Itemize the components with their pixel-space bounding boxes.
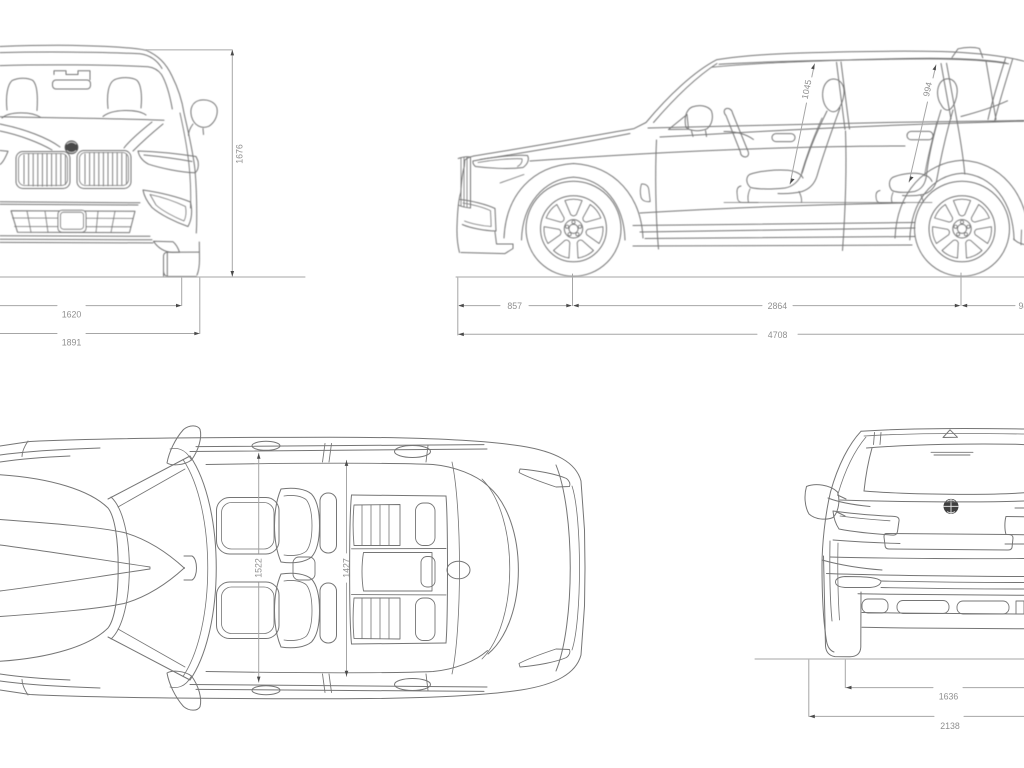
svg-text:1427: 1427 (342, 558, 352, 578)
svg-text:857: 857 (507, 301, 522, 311)
svg-text:987: 987 (1019, 301, 1024, 311)
svg-text:1636: 1636 (939, 692, 959, 702)
svg-text:4708: 4708 (768, 330, 788, 340)
svg-text:1620: 1620 (62, 310, 82, 320)
svg-text:1676: 1676 (235, 144, 245, 164)
svg-text:2138: 2138 (940, 721, 960, 731)
svg-text:1045: 1045 (800, 79, 814, 100)
svg-text:994: 994 (921, 81, 934, 98)
svg-text:2864: 2864 (768, 301, 788, 311)
svg-text:1522: 1522 (254, 558, 264, 578)
svg-text:1891: 1891 (62, 338, 82, 348)
